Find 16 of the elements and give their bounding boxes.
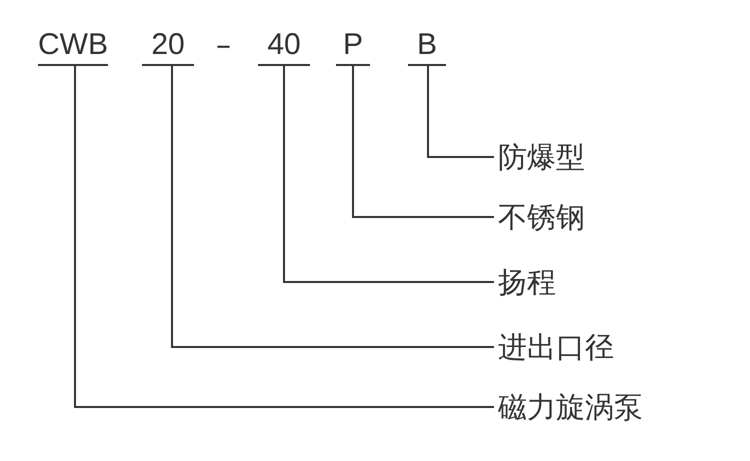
designation-label: 不锈钢 — [498, 199, 585, 235]
separator-dash: – — [216, 28, 231, 64]
designation-label: 防爆型 — [498, 139, 585, 175]
leader-line — [352, 66, 494, 218]
leader-line — [283, 66, 494, 283]
designation-label: 磁力旋涡泵 — [498, 389, 643, 425]
model-code-segment: CWB — [38, 28, 108, 66]
leader-line — [171, 66, 494, 348]
leader-line — [427, 66, 494, 158]
model-code-segment: P — [336, 28, 370, 66]
leader-line — [74, 66, 494, 408]
designation-label: 扬程 — [498, 264, 556, 300]
designation-label: 进出口径 — [498, 329, 614, 365]
model-code-segment: 20 — [142, 28, 194, 66]
model-code-segment: 40 — [258, 28, 310, 66]
model-code-segment: B — [408, 28, 446, 66]
